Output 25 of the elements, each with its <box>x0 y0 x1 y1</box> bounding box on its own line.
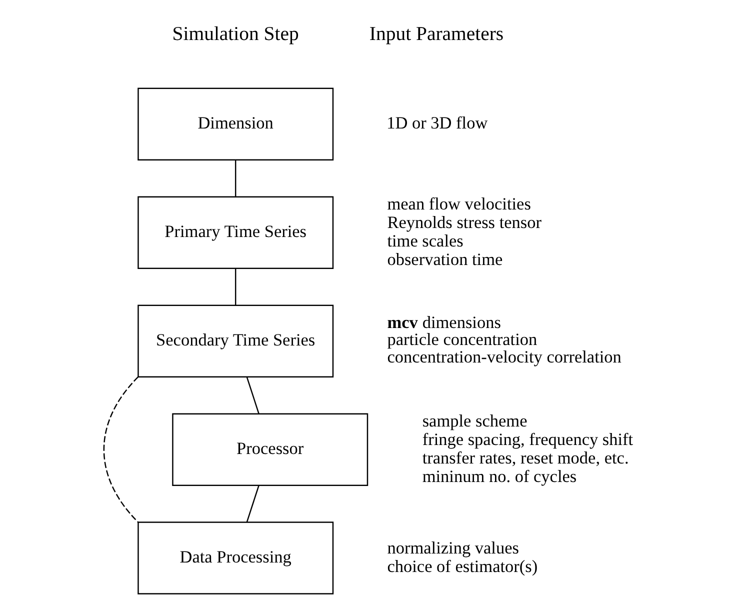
node-label: time scales <box>386 231 463 250</box>
node-label: normalizing values <box>386 538 518 558</box>
node-label: sample scheme <box>422 411 527 430</box>
connector <box>234 160 236 197</box>
node-label: particle concentration <box>386 330 537 350</box>
connector <box>234 268 236 306</box>
label: Input Parameters <box>368 23 504 46</box>
node-box: Processor <box>172 413 368 486</box>
node-label: mininum no. of cycles <box>422 466 576 486</box>
node-label: mean flow velocities <box>386 194 530 214</box>
node-label: observation time <box>386 250 502 269</box>
node-label: fringe spacing, frequency shift <box>422 430 633 449</box>
node-label: transfer rates, reset mode, etc. <box>422 448 628 468</box>
connector <box>246 376 259 414</box>
node-label: choice of estimator(s) <box>386 556 538 576</box>
node-box: Primary Time Series <box>137 196 334 269</box>
node-box: Dimension <box>137 88 334 160</box>
node-box: Secondary Time Series <box>137 304 334 378</box>
node-box: Data Processing <box>137 522 334 594</box>
node-label: mcv dimensions <box>386 312 500 332</box>
label: Simulation Step <box>172 23 298 46</box>
connector <box>102 376 138 523</box>
node-label: Reynolds stress tensor <box>386 212 542 232</box>
connector <box>246 485 259 522</box>
node-label: 1D or 3D flow <box>386 114 488 133</box>
